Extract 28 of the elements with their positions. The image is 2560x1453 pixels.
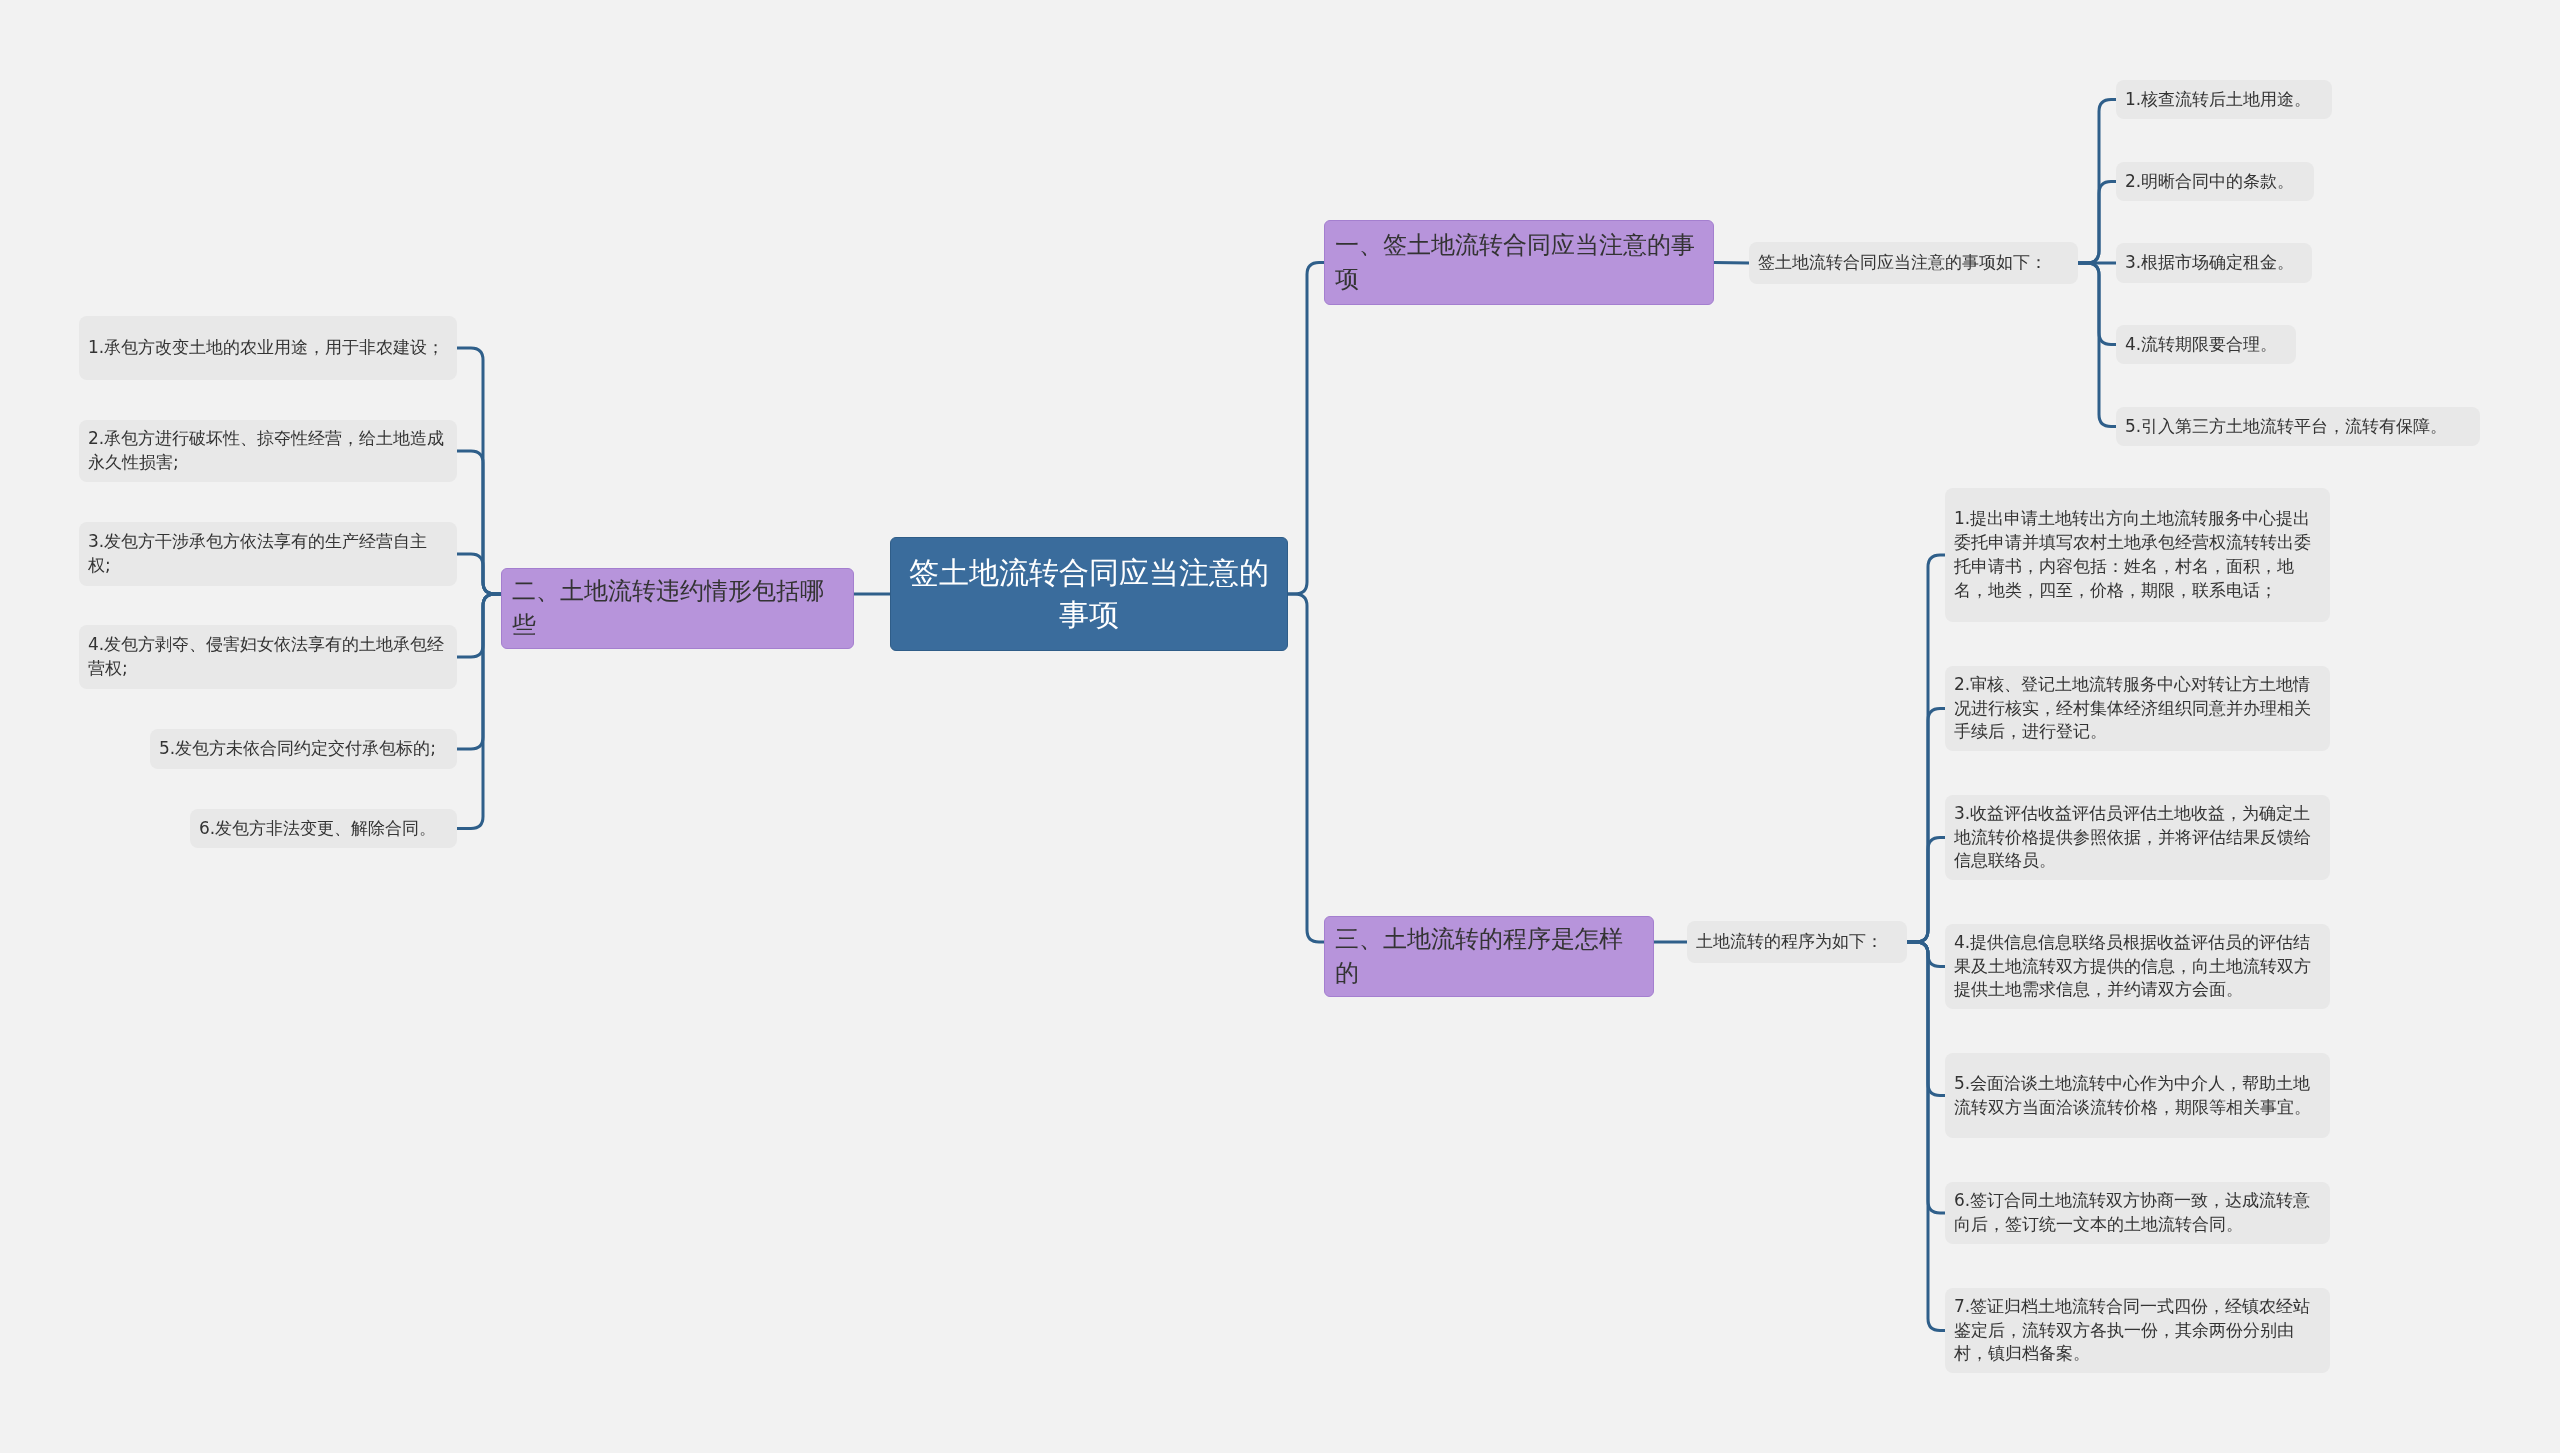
branch-topic-box: 三、土地流转的程序是怎样的 bbox=[1324, 916, 1654, 998]
item-box: 1.核查流转后土地用途。 bbox=[2116, 80, 2332, 119]
item-box: 5.引入第三方土地流转平台，流转有保障。 bbox=[2116, 407, 2480, 446]
connector-line bbox=[457, 592, 501, 830]
central-topic-box: 签土地流转合同应当注意的事项 bbox=[890, 537, 1288, 651]
summary-box: 签土地流转合同应当注意的事项如下： bbox=[1749, 242, 2078, 284]
item-box: 4.流转期限要合理。 bbox=[2116, 325, 2296, 364]
item-box: 4.提供信息信息联络员根据收益评估员的评估结果及土地流转双方提供的信息，向土地流转双方提供土地需求信息，并约请双方会面。 bbox=[1945, 924, 2330, 1009]
connector-line bbox=[1713, 261, 1750, 265]
item-box: 2.明晰合同中的条款。 bbox=[2116, 162, 2314, 201]
item-box: 4.发包方剥夺、侵害妇女依法享有的土地承包经营权; bbox=[79, 625, 457, 689]
item-box: 5.会面洽谈土地流转中心作为中介人，帮助土地流转双方当面洽谈流转价格，期限等相关事宜。 bbox=[1945, 1053, 2330, 1138]
item-box: 6.发包方非法变更、解除合同。 bbox=[190, 809, 457, 848]
item-box: 2.承包方进行破坏性、掠夺性经营，给土地造成永久性损害; bbox=[79, 420, 457, 482]
item-box: 3.根据市场确定租金。 bbox=[2116, 243, 2312, 283]
item-box: 3.发包方干涉承包方依法享有的生产经营自主权; bbox=[79, 522, 457, 586]
branch-topic-box: 一、签土地流转合同应当注意的事项 bbox=[1324, 220, 1714, 305]
connector-line bbox=[854, 592, 890, 596]
connector-line bbox=[1654, 940, 1687, 944]
branch-topic-box: 二、土地流转违约情形包括哪些 bbox=[501, 568, 854, 650]
item-box: 1.承包方改变土地的农业用途，用于非农建设； bbox=[79, 316, 457, 380]
item-box: 1.提出申请土地转出方向土地流转服务中心提出委托申请并填写农村土地承包经营权流转转出委托申请书，内容包括：姓名，村名，面积，地名，地类，四至，价格，期限，联系电话； bbox=[1945, 488, 2330, 622]
summary-box: 土地流转的程序为如下： bbox=[1687, 921, 1907, 963]
item-box: 3.收益评估收益评估员评估土地收益，为确定土地流转价格提供参照依据，并将评估结果反馈给信息联络员。 bbox=[1945, 795, 2330, 880]
item-box: 6.签订合同土地流转双方协商一致，达成流转意向后，签订统一文本的土地流转合同。 bbox=[1945, 1182, 2330, 1244]
item-box: 5.发包方未依合同约定交付承包标的; bbox=[150, 729, 457, 769]
item-box: 2.审核、登记土地流转服务中心对转让方土地情况进行核实，经村集体经济组织同意并办理相关手续后，进行登记。 bbox=[1945, 666, 2330, 751]
item-box: 7.签证归档土地流转合同一式四份，经镇农经站鉴定后，流转双方各执一份，其余两份分别由村，镇归档备案。 bbox=[1945, 1288, 2330, 1373]
